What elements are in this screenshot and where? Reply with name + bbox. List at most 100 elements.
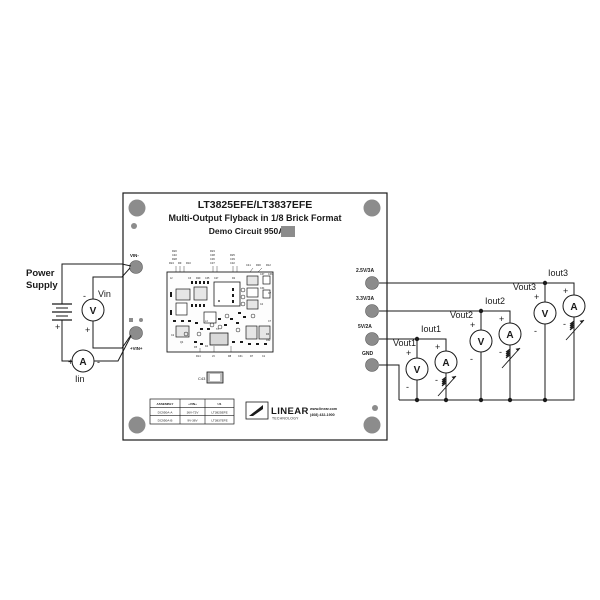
ammeter-1-circle xyxy=(434,350,458,374)
mounting-hole-bottom-left xyxy=(128,416,146,434)
terminal-vin-positive[interactable] xyxy=(129,326,143,340)
voltmeter-3-plus: + xyxy=(534,292,539,302)
svg-text:R2: R2 xyxy=(232,277,236,280)
svg-text:C36: C36 xyxy=(210,257,215,261)
svg-text:C39: C39 xyxy=(230,257,235,261)
ammeter-label: Iin xyxy=(75,374,85,384)
assembly-cell-1-2: LT3837EFE xyxy=(211,419,227,423)
terminal-vin-positive-label: +VIN+ xyxy=(130,346,143,351)
svg-text:D4: D4 xyxy=(205,345,209,348)
assembly-cell-1-0: DC950A-B xyxy=(158,419,173,423)
terminal-gnd-label: GND xyxy=(362,351,374,357)
silkscreen-leaders xyxy=(175,266,263,273)
svg-text:C27: C27 xyxy=(214,277,219,280)
svg-text:R28: R28 xyxy=(172,257,177,261)
test-pad-square xyxy=(129,318,133,322)
component-c7a xyxy=(245,325,258,340)
svg-text:L3: L3 xyxy=(205,320,208,323)
component-u1 xyxy=(213,281,241,307)
assembly-cell-0-1: 36V-72V xyxy=(187,410,200,414)
load-channel-1: Vout1 Iout1 V + - A + - xyxy=(393,324,458,403)
assembly-table: ASSEMBLY +VIN+ U1 DC950A-A 36V-72V LT382… xyxy=(149,398,235,425)
input-wiring xyxy=(61,263,132,362)
pcb-small-parts xyxy=(170,281,267,345)
power-supply-section: + xyxy=(52,290,72,345)
svg-text:C7: C7 xyxy=(268,320,272,323)
c43-label: C43 xyxy=(198,376,206,381)
linear-technology-logo: LINEAR TECHNOLOGY www.linear.com (408) 4… xyxy=(245,401,337,421)
component-q2 xyxy=(175,302,188,316)
small-pad-bottom-right xyxy=(372,405,378,411)
svg-text:R30: R30 xyxy=(256,263,261,267)
svg-text:R12: R12 xyxy=(266,263,271,267)
ammeter-2-minus: - xyxy=(499,347,502,357)
power-supply-label-line2: Supply xyxy=(26,280,58,291)
junction-ch1-gnd-a xyxy=(414,397,420,403)
svg-text:R20: R20 xyxy=(172,249,177,253)
voltmeter-3-minus: - xyxy=(534,326,537,336)
svg-text:R24: R24 xyxy=(169,261,174,265)
svg-text:C37: C37 xyxy=(210,261,215,265)
output-terminals: 2.5V/3A 3.3V/3A 5V/2A GND xyxy=(356,268,379,372)
svg-text:C31: C31 xyxy=(238,355,243,358)
assembly-header-1: +VIN+ xyxy=(188,402,197,406)
svg-text:R9: R9 xyxy=(178,261,182,265)
voltmeter-plus-sign: + xyxy=(85,325,90,335)
output-wiring xyxy=(379,282,552,401)
terminal-out3[interactable] xyxy=(365,332,379,346)
terminal-out1-label: 2.5V/3A xyxy=(356,268,374,274)
ammeter-2-circle xyxy=(498,322,522,346)
terminal-gnd[interactable] xyxy=(365,358,379,372)
mounting-hole-bottom-right xyxy=(363,416,381,434)
assembly-header-2: U1 xyxy=(218,402,222,406)
svg-text:R23: R23 xyxy=(210,249,215,253)
svg-text:D7: D7 xyxy=(250,355,254,358)
board-title-line3: Demo Circuit 950A- xyxy=(209,226,288,236)
revision-marker-box xyxy=(281,226,295,237)
terminal-vin-negative[interactable] xyxy=(129,260,143,274)
vout2-label: Vout2 xyxy=(450,310,473,320)
svg-text:R10: R10 xyxy=(186,261,191,265)
assembly-header-0: ASSEMBLY xyxy=(157,402,175,406)
load-channel-3: Vout3 Iout3 V + - A + - xyxy=(513,268,586,403)
component-c7b xyxy=(258,325,271,340)
iout3-label: Iout3 xyxy=(548,268,568,278)
component-c43: C43 xyxy=(198,371,224,384)
svg-text:R32: R32 xyxy=(266,339,271,342)
svg-text:C38: C38 xyxy=(210,253,215,257)
board-title-line1: LT3825EFE/LT3837EFE xyxy=(198,199,313,211)
svg-text:Q4: Q4 xyxy=(180,341,184,344)
load-channel-2: Vout2 Iout2 V + - A + - xyxy=(450,296,522,403)
ammeter-1-symbol: A xyxy=(442,358,449,369)
iout2-label: Iout2 xyxy=(485,296,505,306)
assembly-cell-0-0: DC950A-A xyxy=(158,410,174,414)
component-q1 xyxy=(175,288,191,301)
iout1-label: Iout1 xyxy=(421,324,441,334)
wire-gnd-rail-drop xyxy=(379,364,400,400)
pcb-inline-labels: J2 C3 R29 C35 C27 R2 C37 C33 C34 C7 C4 C… xyxy=(170,273,273,349)
junction-ch2-gnd-a xyxy=(478,397,484,403)
wire-supply-neg-to-vin-neg xyxy=(61,263,132,290)
svg-text:C2: C2 xyxy=(171,334,175,337)
vout3-label: Vout3 xyxy=(513,282,536,292)
svg-text:R29: R29 xyxy=(196,277,201,280)
input-voltmeter: V - + Vin xyxy=(81,285,111,340)
svg-text:J2: J2 xyxy=(170,277,173,280)
ammeter-3-minus: - xyxy=(563,319,566,329)
terminal-vin-negative-label: VIN- xyxy=(130,253,139,258)
terminal-out2[interactable] xyxy=(365,304,379,318)
pcb-components: J2 C3 R29 C35 C27 R2 C37 C33 C34 C7 C4 C… xyxy=(170,273,273,358)
svg-text:C40: C40 xyxy=(172,253,177,257)
svg-text:C32: C32 xyxy=(230,261,235,265)
svg-text:C4: C4 xyxy=(260,303,264,306)
ammeter-1-minus: - xyxy=(435,375,438,385)
svg-text:D5: D5 xyxy=(194,346,198,349)
terminal-out1[interactable] xyxy=(365,276,379,290)
mounting-hole-top-right xyxy=(363,199,381,217)
silkscreen-bottom-leaders xyxy=(199,346,232,352)
svg-text:C41: C41 xyxy=(246,263,251,267)
small-pad-top-left xyxy=(131,223,137,229)
svg-text:R8: R8 xyxy=(228,355,232,358)
svg-text:C33: C33 xyxy=(268,273,273,276)
variable-load-1 xyxy=(437,375,457,397)
